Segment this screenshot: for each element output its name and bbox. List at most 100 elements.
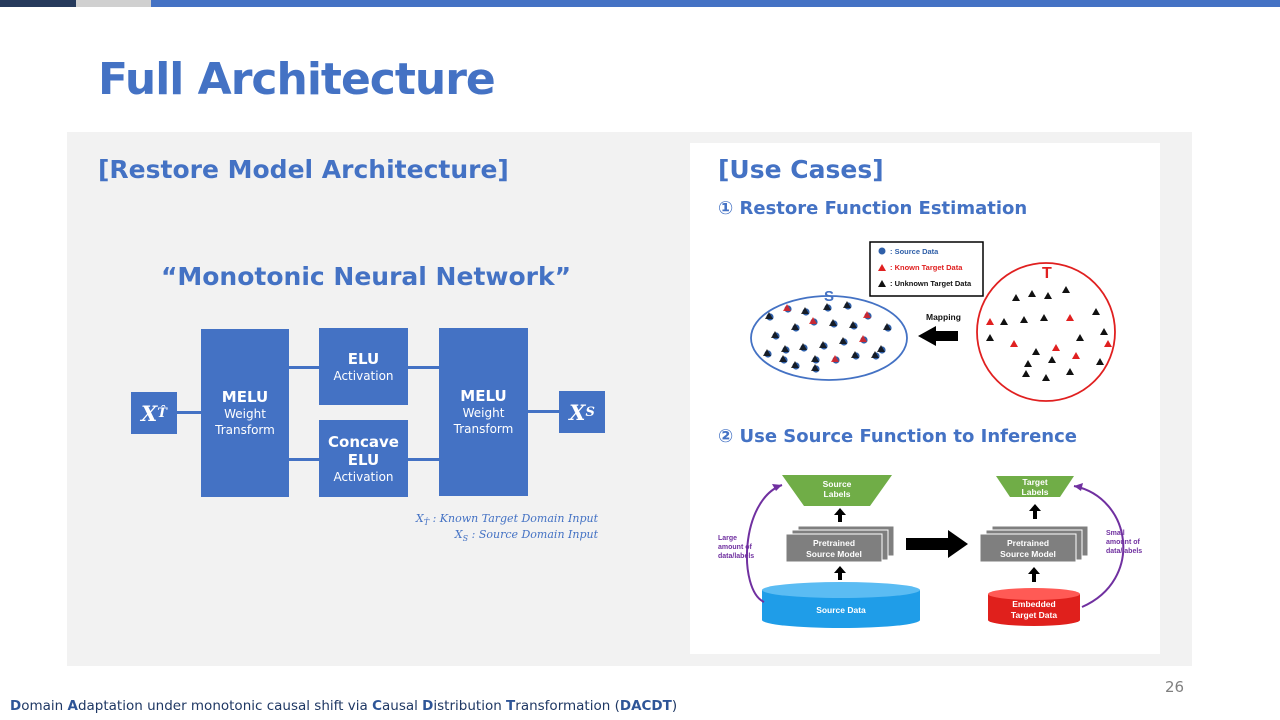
large-amount-text: data/labels xyxy=(718,553,754,560)
unknown-target-point xyxy=(1048,356,1056,363)
footer-fragment: ) xyxy=(671,698,678,714)
footer-fragment: DACDT xyxy=(619,698,672,714)
embedded-target-text: Target Data xyxy=(1011,610,1057,620)
unknown-target-point xyxy=(1028,290,1036,297)
connector xyxy=(289,366,319,369)
unknown-target-point xyxy=(1096,358,1104,365)
small-amount-text: Small xyxy=(1106,530,1125,537)
target-points xyxy=(986,286,1112,381)
unknown-target-triangle-icon xyxy=(878,280,886,287)
up-arrow-icon xyxy=(1028,567,1040,582)
known-target-triangle-icon xyxy=(878,264,886,271)
unknown-target-point xyxy=(1044,292,1052,299)
mapped-point xyxy=(823,303,831,310)
embedded-target-data-cylinder xyxy=(988,594,1080,626)
mapped-point xyxy=(811,355,819,362)
mapped-point xyxy=(843,301,851,308)
target-labels-funnel xyxy=(996,476,1074,497)
input-symbol: X xyxy=(141,400,158,426)
mapped-point xyxy=(831,355,839,362)
block-label: Activation xyxy=(333,368,394,383)
block-label: Weight xyxy=(224,407,266,421)
known-target-point xyxy=(1066,314,1074,321)
mapped-point xyxy=(883,323,891,330)
transfer-arrow-icon xyxy=(906,530,968,558)
legend-source: XS : Source Domain Input xyxy=(380,528,598,543)
source-domain-label: S xyxy=(824,288,834,305)
use-cases-card xyxy=(690,143,1160,654)
unknown-target-point xyxy=(1032,348,1040,355)
unknown-target-point xyxy=(1100,328,1108,335)
unknown-target-point xyxy=(1020,316,1028,323)
mapped-point xyxy=(799,343,807,350)
mapped-point xyxy=(809,317,817,324)
footer-fragment: istribution xyxy=(433,698,507,714)
top-bar-grey-segment xyxy=(76,0,151,7)
known-target-point xyxy=(1052,344,1060,351)
mapped-point xyxy=(791,323,799,330)
scatter-legend-source: : Source Data xyxy=(890,247,939,256)
use-case-2-title: ② Use Source Function to Inference xyxy=(718,426,1077,447)
legend-symbol: X xyxy=(415,512,424,525)
pretrained-text: Source Model xyxy=(806,549,862,559)
unknown-target-point xyxy=(1000,318,1008,325)
legend-text: : Source Domain Input xyxy=(468,528,598,541)
footer-fragment: omain xyxy=(21,698,68,714)
unknown-target-point xyxy=(1040,314,1048,321)
pretrained-text: Source Model xyxy=(1000,549,1056,559)
mapped-point xyxy=(863,311,871,318)
mapped-point xyxy=(763,349,771,356)
block-label: Transform xyxy=(215,423,275,437)
footer-fragment: D xyxy=(422,698,434,714)
pretrained-source-model-left xyxy=(785,533,883,563)
curve-arrowhead-icon xyxy=(1074,483,1083,491)
cylinder-top xyxy=(988,588,1080,600)
footer-caption: Domain Adaptation under monotonic causal… xyxy=(10,698,677,714)
source-points xyxy=(763,301,892,373)
connector-input xyxy=(177,411,201,414)
connector-output xyxy=(528,410,559,413)
use-case-1-title: ① Restore Function Estimation xyxy=(718,198,1028,219)
up-arrow-icon xyxy=(834,566,846,580)
mapped-point xyxy=(771,331,779,338)
legend-text: : Known Target Domain Input xyxy=(429,512,598,525)
network-title: “Monotonic Neural Network” xyxy=(160,262,572,291)
scatter-legend-unknown: : Unknown Target Data xyxy=(890,279,972,288)
legend-symbol: X xyxy=(454,528,463,541)
unknown-target-point xyxy=(1024,360,1032,367)
cylinder-top xyxy=(762,582,920,598)
block-label: Transform xyxy=(453,422,514,436)
block-label: Activation xyxy=(333,469,394,484)
unknown-target-point xyxy=(1062,286,1070,293)
melu-weight-transform-block-1: MELU Weight Transform xyxy=(201,329,289,497)
unknown-target-point xyxy=(1012,294,1020,301)
pretrained-text: Pretrained xyxy=(813,538,855,548)
block-label: Weight xyxy=(462,406,505,420)
mapped-point xyxy=(801,307,809,314)
restore-model-heading: [Restore Model Architecture] xyxy=(98,155,509,184)
known-target-point xyxy=(986,318,994,325)
large-amount-text: amount of xyxy=(718,544,752,551)
source-data-label: Source Data xyxy=(816,605,866,615)
mapped-point xyxy=(819,341,827,348)
block-label: MELU xyxy=(460,387,507,405)
connector xyxy=(408,458,439,461)
source-data-cylinder xyxy=(762,590,920,628)
small-amount-text: data/labels xyxy=(1106,548,1142,555)
mapped-point xyxy=(877,345,885,352)
up-arrow-icon xyxy=(834,508,846,522)
mapped-point xyxy=(839,337,847,344)
mapped-point xyxy=(851,351,859,358)
legend-subscript: S xyxy=(462,534,469,544)
connector xyxy=(408,366,439,369)
footer-fragment: D xyxy=(10,698,22,714)
mapped-point xyxy=(765,312,773,319)
mapped-point xyxy=(779,355,787,362)
target-labels-text: Target xyxy=(1022,477,1048,487)
melu-weight-transform-block-2: MELU Weight Transform xyxy=(439,328,528,496)
large-data-curve-arrow-icon xyxy=(746,484,783,603)
target-domain-circle xyxy=(976,262,1116,402)
unknown-target-point xyxy=(1076,334,1084,341)
